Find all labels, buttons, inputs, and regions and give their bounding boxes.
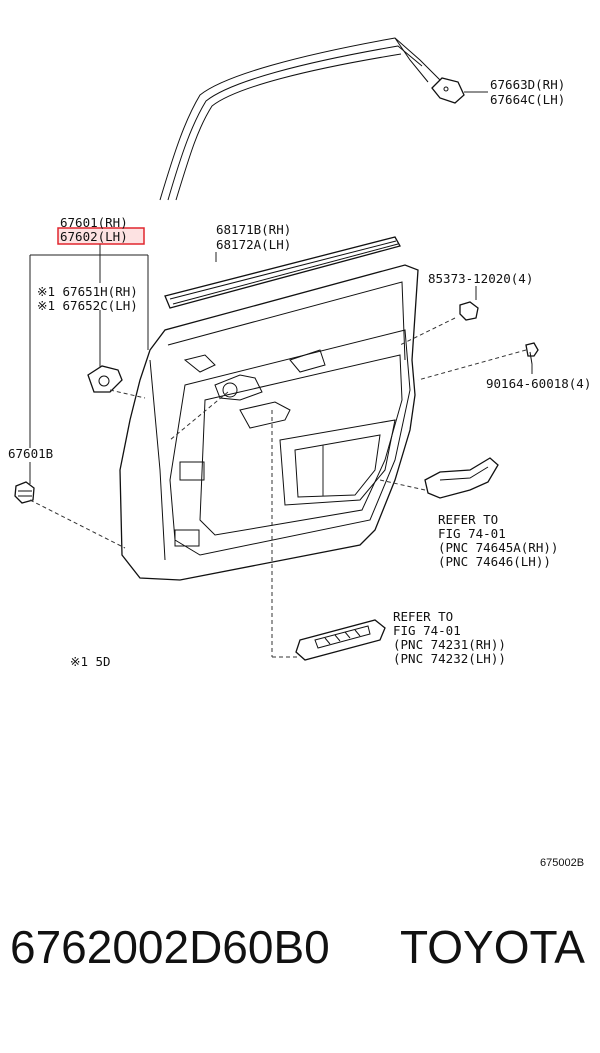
ref2-line3: (PNC 74231(RH)) — [393, 637, 506, 652]
clip-85373[interactable] — [459, 290, 479, 321]
part-number: 6762002D60B0 — [10, 921, 330, 973]
label-67652c: ※1 67652C(LH) — [37, 298, 138, 313]
clip-67601b[interactable] — [14, 481, 35, 504]
label-67601b: 67601B — [8, 446, 53, 461]
label-67651h: ※1 67651H(RH) — [37, 284, 138, 299]
screw-90164[interactable] — [525, 342, 539, 365]
label-68171b: 68171B(RH) — [216, 222, 291, 237]
brand-name: TOYOTA — [400, 921, 585, 973]
leader-lines — [29, 244, 533, 658]
ref1-line4: (PNC 74646(LH)) — [438, 554, 551, 569]
note-5d: ※1 5D — [70, 654, 111, 669]
label-67601: 67601(RH) — [60, 215, 128, 230]
window-frame — [159, 37, 451, 201]
ref2-line4: (PNC 74232(LH)) — [393, 651, 506, 666]
grommet-67651h[interactable] — [87, 365, 123, 393]
ref1-line2: FIG 74-01 — [438, 526, 506, 541]
armrest-74645a[interactable] — [424, 457, 499, 499]
ref1-line3: (PNC 74645A(RH)) — [438, 540, 558, 555]
label-67602[interactable]: 67602(LH) — [60, 229, 128, 244]
highlight-67602 — [57, 227, 145, 245]
label-67664c: 67664C(LH) — [490, 92, 565, 107]
weatherstrip-68171b[interactable] — [164, 236, 401, 309]
ref1-line1: REFER TO — [438, 512, 498, 527]
figure-code: 675002B — [540, 857, 584, 869]
door-trim-panel[interactable] — [119, 264, 419, 581]
ref2-line1: REFER TO — [393, 609, 453, 624]
label-68172a: 68172A(LH) — [216, 237, 291, 252]
ref2-line2: FIG 74-01 — [393, 623, 461, 638]
label-85373: 85373-12020(4) — [428, 271, 533, 286]
window-switch-74231[interactable] — [295, 619, 386, 661]
bracket-67663d[interactable] — [431, 77, 488, 104]
label-90164: 90164-60018(4) — [486, 376, 591, 391]
label-67663d: 67663D(RH) — [490, 77, 565, 92]
